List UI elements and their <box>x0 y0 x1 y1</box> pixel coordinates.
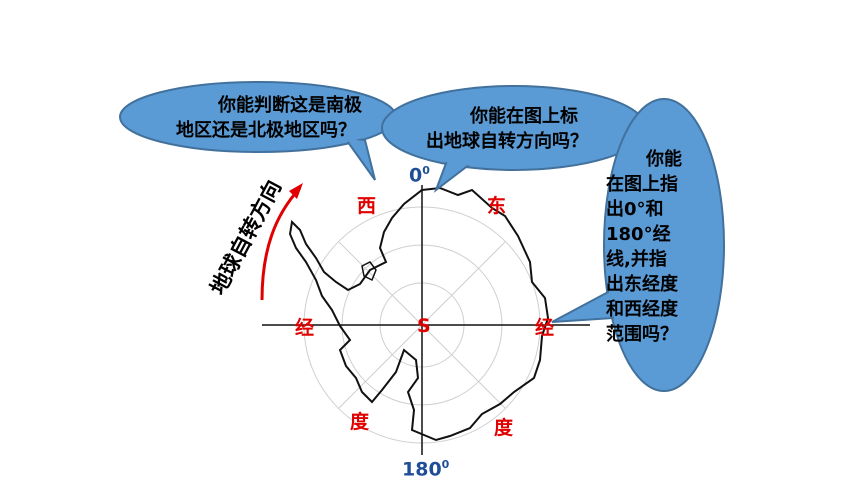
bubble-3-line: 出0°和 <box>606 199 664 220</box>
meridian-180-value: 180 <box>402 458 442 481</box>
bubble-3-line: 180°经 <box>606 224 671 245</box>
bubble-3-line: 在图上指 <box>606 174 678 195</box>
west-label: 西 <box>357 195 377 217</box>
rotation-arrow <box>260 186 302 301</box>
meridian-0-value: 0 <box>409 164 423 187</box>
bubble-3-line: 和西经度 <box>606 299 678 320</box>
du-label-right: 度 <box>494 417 514 439</box>
meridian-180-sup: 0 <box>441 458 450 471</box>
bubble-1-text-2: 地区还是北极地区吗？ <box>176 118 356 143</box>
bubble-2-text-2: 出地球自转方向吗？ <box>426 129 588 154</box>
jing-label-right: 经 <box>535 317 555 339</box>
south-pole-label: S <box>417 315 431 337</box>
bubble-3-line: 范围吗？ <box>606 324 678 345</box>
bubble-3-text: 你能 在图上指 出0°和 180°经 线,并指 出东经度 和西经度 范围吗？ <box>606 147 716 347</box>
bubble-3-line: 线,并指 <box>606 249 667 270</box>
bubble-3-line: 你能 <box>646 149 682 170</box>
question-bubble-1 <box>119 81 397 181</box>
bubble-2-text: 你能在图上标 <box>470 104 578 129</box>
east-label: 东 <box>487 195 507 217</box>
jing-label-left: 经 <box>295 317 315 339</box>
meridian-0-label: 00 <box>409 164 430 186</box>
antarctica-outline <box>288 186 550 442</box>
meridian-lines <box>338 241 506 409</box>
du-label-left: 度 <box>350 411 370 433</box>
bubble-1-line-1: 你能判断这是南极 <box>218 95 362 116</box>
bubble-1-line-2: 地区还是北极地区吗？ <box>176 120 356 141</box>
island-outline <box>361 261 377 282</box>
bubble-3-line: 出东经度 <box>606 274 678 295</box>
bubble-1-text: 你能判断这是南极 <box>218 93 362 118</box>
rotation-arrowhead <box>289 183 303 199</box>
bubble-2-line-2: 出地球自转方向吗？ <box>426 131 588 152</box>
meridian-180-label: 1800 <box>402 458 449 480</box>
question-bubble-3 <box>551 98 725 392</box>
meridian-0-sup: 0 <box>422 164 430 177</box>
bubble-2-line-1: 你能在图上标 <box>470 106 578 127</box>
